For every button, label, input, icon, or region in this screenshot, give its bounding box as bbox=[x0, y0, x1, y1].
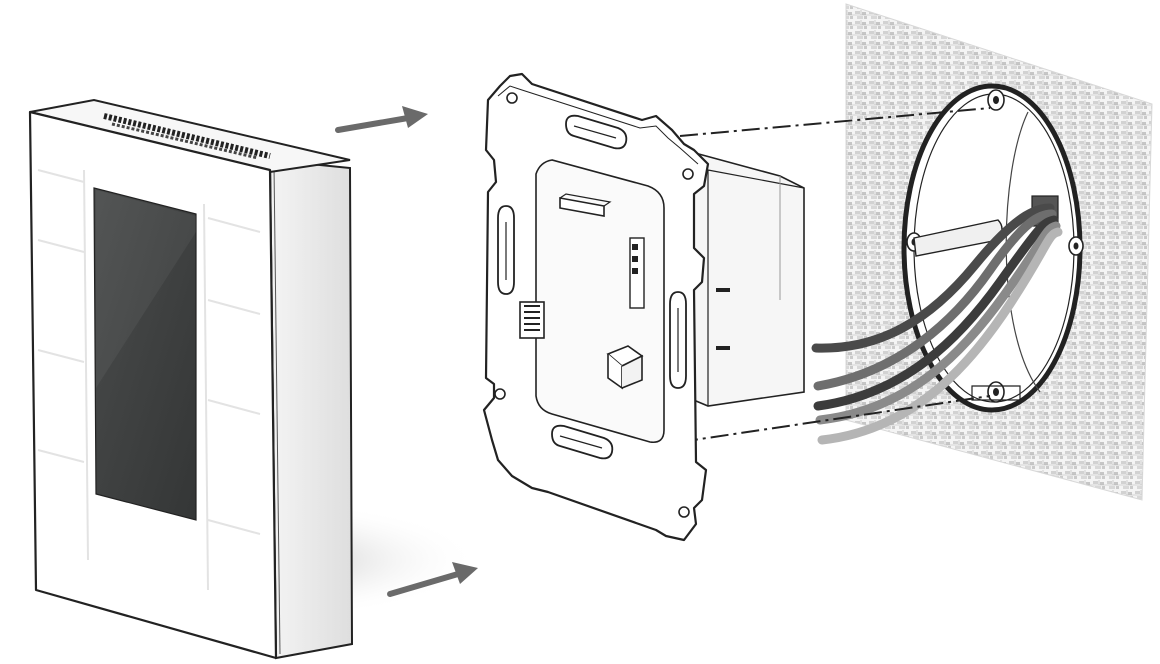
cable-2 bbox=[813, 209, 1057, 391]
panel-vent bbox=[103, 113, 271, 160]
box-screw-top bbox=[987, 89, 1005, 111]
box-screw-right bbox=[1068, 236, 1084, 256]
cable-3 bbox=[813, 215, 1059, 411]
cable-4 bbox=[815, 221, 1061, 425]
frame-plate-edge bbox=[497, 85, 699, 165]
alignment-line-bottom bbox=[679, 395, 991, 443]
frame-component-connector bbox=[629, 237, 645, 309]
frame-slot-right bbox=[669, 291, 687, 389]
cables bbox=[811, 203, 1063, 445]
alignment-line-top bbox=[679, 107, 991, 137]
panel-button-zones bbox=[37, 169, 261, 591]
arrow-upper bbox=[335, 106, 428, 133]
frame-opening bbox=[535, 159, 665, 444]
assembly-arrows bbox=[335, 106, 478, 597]
alignment-lines bbox=[679, 107, 991, 443]
cable-1 bbox=[811, 203, 1055, 353]
frame-component-block bbox=[606, 345, 644, 390]
frame-component-terminal bbox=[519, 301, 545, 339]
frame-component-tab bbox=[559, 197, 605, 217]
frame-slot-bottom bbox=[551, 424, 614, 460]
frame-hole-3 bbox=[494, 388, 506, 400]
panel-side bbox=[268, 158, 354, 660]
panel-display-screen bbox=[93, 187, 197, 521]
frame-hole-1 bbox=[506, 92, 518, 104]
thermostat-front-panel bbox=[28, 98, 354, 660]
frame-slot-left bbox=[497, 205, 515, 295]
arrow-lower bbox=[387, 562, 478, 597]
box-screw-bottom bbox=[987, 381, 1005, 403]
screen-glare bbox=[96, 190, 196, 388]
frame-hole-4 bbox=[678, 506, 690, 518]
frame-hole-2 bbox=[682, 168, 694, 180]
cable-5 bbox=[817, 227, 1063, 445]
mounting-frame bbox=[482, 72, 805, 542]
frame-slot-top bbox=[565, 114, 628, 150]
